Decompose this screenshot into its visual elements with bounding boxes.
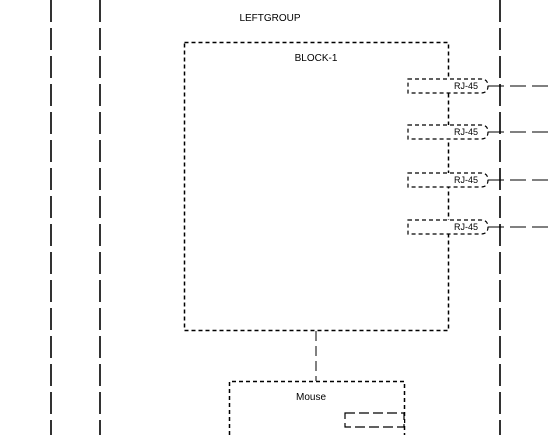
rj45-port[interactable]: RJ-45 (407, 78, 550, 94)
block-1-label: BLOCK-1 (295, 53, 338, 64)
rj45-port[interactable]: RJ-45 (407, 172, 550, 188)
mouse-box[interactable] (228, 380, 406, 435)
rj45-port-label: RJ-45 (454, 175, 478, 185)
rj45-port-label: RJ-45 (454, 222, 478, 232)
group-label: LEFTGROUP (239, 13, 300, 24)
rj45-port-label: RJ-45 (454, 127, 478, 137)
rj45-port-label: RJ-45 (454, 81, 478, 91)
rj45-port[interactable]: RJ-45 (407, 219, 550, 235)
mouse-label: Mouse (296, 392, 326, 403)
mouse-port[interactable] (344, 412, 405, 428)
rj45-port[interactable]: RJ-45 (407, 124, 550, 140)
